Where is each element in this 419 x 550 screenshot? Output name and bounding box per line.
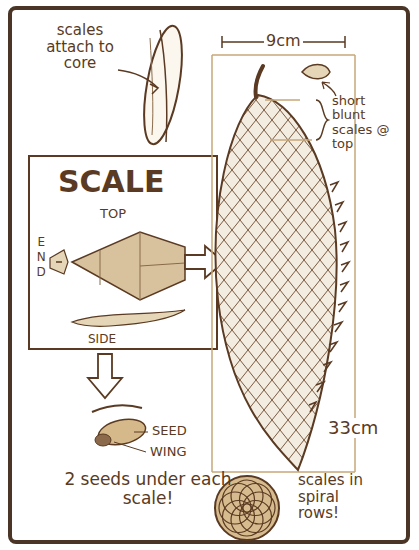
scale-box: SCALE TOP END SIDE [28, 155, 218, 350]
spiral-ring [223, 501, 255, 533]
spiral-ring [243, 492, 275, 524]
scale-end-view [50, 250, 68, 274]
scale-top-lines [100, 232, 185, 300]
cone-outline [216, 95, 337, 470]
annotation-note: short blunt scales @ top [332, 94, 402, 151]
scale-top-view [72, 232, 185, 300]
scale-side-view [72, 310, 185, 326]
scale-core-line [160, 30, 167, 142]
annotation-note: 2 seeds under each scale! [58, 470, 238, 507]
scale-sketch [137, 23, 189, 147]
leader-line [114, 432, 148, 452]
arrow-head [150, 84, 158, 94]
dimension-label: 33cm [326, 418, 380, 438]
view-label: TOP [100, 207, 126, 221]
box-heading: SCALE [58, 165, 164, 198]
scale-end-dot [56, 261, 62, 263]
cone-stem [255, 66, 263, 97]
spiral-ring [240, 484, 272, 516]
scale-detail-line [150, 38, 153, 135]
spiral-ring [231, 504, 263, 536]
block-arrow [88, 354, 122, 398]
annotation-note: scales in spiral rows! [298, 472, 382, 522]
cone-scale-tips [309, 182, 349, 412]
seed-wing [96, 415, 148, 448]
bracket [316, 100, 328, 140]
block-arrow [185, 246, 224, 278]
spiral-ring [231, 480, 263, 512]
spiral-ring [240, 501, 272, 533]
view-label: END [34, 235, 47, 280]
blunt-scale-sketch [302, 65, 330, 79]
spiral-ring [219, 492, 251, 524]
wing-line [92, 405, 142, 412]
dimension-label: 9cm [264, 32, 303, 50]
seed-body [95, 434, 111, 446]
annotation-note: scales attach to core [40, 22, 120, 72]
view-label: SIDE [88, 333, 116, 346]
frame-border [10, 8, 408, 542]
guide-lines [265, 100, 312, 140]
leader-line [118, 70, 158, 88]
part-label: SEED [152, 424, 187, 438]
cone-fill [216, 95, 337, 470]
part-label: WING [150, 445, 187, 459]
